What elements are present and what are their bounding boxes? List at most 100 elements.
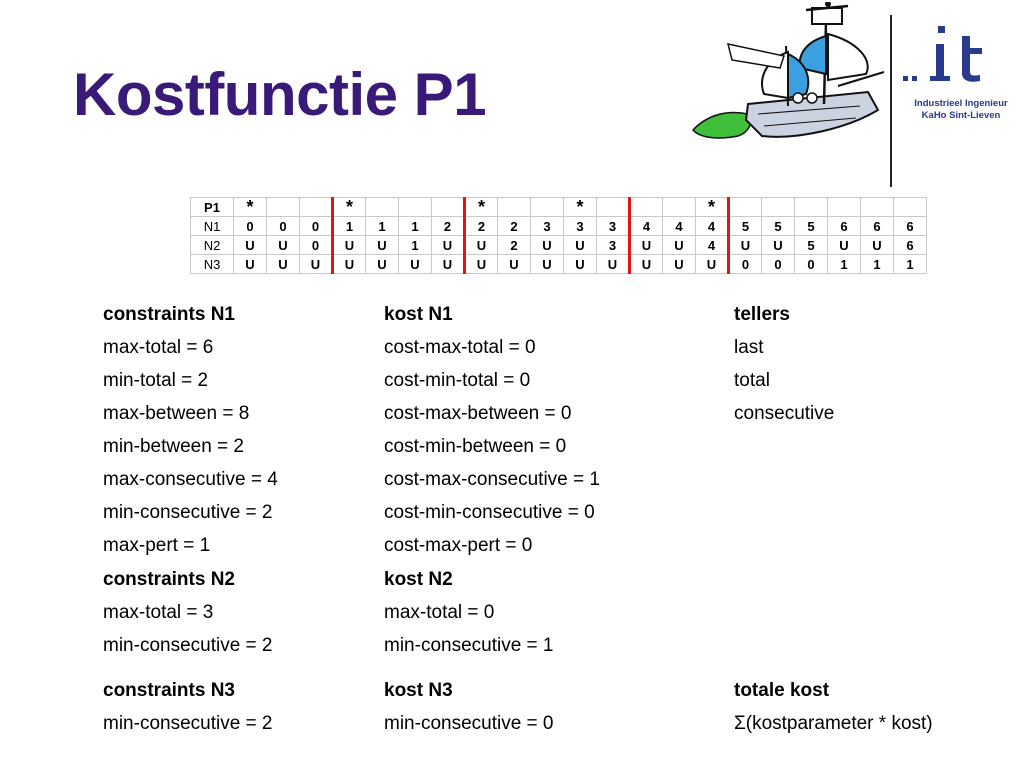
table-cell: * — [695, 197, 730, 217]
table-cell — [596, 197, 631, 217]
constraint-item: max-total = 3 — [103, 602, 214, 623]
constraints-n3-header: constraints N3 — [103, 680, 235, 701]
table-cell — [794, 197, 828, 217]
table-cell: 0 — [794, 254, 828, 274]
row-label: N1 — [190, 216, 234, 236]
table-cell: * — [332, 197, 366, 217]
table-cell: 0 — [299, 235, 334, 255]
table-cell: U — [530, 254, 564, 274]
logo-line-1: Industrieel Ingenieur — [914, 98, 1008, 109]
table-cell: 1 — [827, 254, 861, 274]
table-cell: U — [497, 254, 531, 274]
table-cell: U — [464, 235, 498, 255]
teller-item: consecutive — [734, 403, 835, 424]
page-title: Kostfunctie P1 — [73, 61, 487, 128]
table-cell: 2 — [497, 216, 531, 236]
kost-n3-header: kost N3 — [384, 680, 453, 701]
table-row: P1***** — [190, 197, 927, 217]
table-cell: 4 — [629, 216, 663, 236]
table-cell: 6 — [827, 216, 861, 236]
table-cell: 3 — [596, 235, 631, 255]
table-cell: 1 — [398, 216, 432, 236]
table-cell: 6 — [893, 235, 927, 255]
row-label: P1 — [190, 197, 234, 217]
cost-item: cost-max-consecutive = 1 — [384, 469, 600, 490]
table-cell: 3 — [563, 216, 597, 236]
table-cell: U — [299, 254, 334, 274]
table-cell: U — [332, 254, 366, 274]
cost-item: cost-min-total = 0 — [384, 370, 531, 391]
table-cell — [398, 197, 432, 217]
cost-item: cost-max-total = 0 — [384, 337, 536, 358]
kost-n1-header: kost N1 — [384, 304, 453, 325]
table-cell: 4 — [662, 216, 696, 236]
table-cell: U — [563, 235, 597, 255]
cost-item: cost-min-consecutive = 0 — [384, 502, 595, 523]
logo-line-2: KaHo Sint-Lieven — [921, 110, 1001, 121]
table-cell: U — [464, 254, 498, 274]
table-cell — [662, 197, 696, 217]
constraint-item: max-consecutive = 4 — [103, 469, 278, 490]
kost-n2-header: kost N2 — [384, 569, 453, 590]
table-cell: 0 — [299, 216, 334, 236]
table-cell: U — [563, 254, 597, 274]
totale-kost-formula: Σ(kostparameter * kost) — [734, 713, 933, 734]
table-cell: U — [629, 235, 663, 255]
table-cell — [893, 197, 927, 217]
cost-item: cost-max-pert = 0 — [384, 535, 533, 556]
table-cell: U — [398, 254, 432, 274]
table-cell: 3 — [530, 216, 564, 236]
table-cell: * — [563, 197, 597, 217]
table-cell — [266, 197, 300, 217]
table-cell — [530, 197, 564, 217]
table-cell: U — [728, 235, 762, 255]
table-cell — [860, 197, 894, 217]
table-cell: U — [365, 254, 399, 274]
table-cell: 2 — [464, 216, 498, 236]
table-cell: 2 — [431, 216, 466, 236]
constraint-item: min-consecutive = 2 — [103, 635, 273, 656]
table-cell: 5 — [761, 216, 795, 236]
table-cell: 5 — [794, 216, 828, 236]
table-cell: U — [596, 254, 631, 274]
table-cell: 0 — [266, 216, 300, 236]
constraint-item: max-pert = 1 — [103, 535, 211, 556]
table-cell: 1 — [893, 254, 927, 274]
logo-mark-icon — [903, 26, 982, 82]
table-cell: 3 — [596, 216, 631, 236]
table-cell: 1 — [365, 216, 399, 236]
logo: Industrieel Ingenieur KaHo Sint-Lieven — [900, 18, 1020, 128]
table-cell: 5 — [794, 235, 828, 255]
table-cell: * — [233, 197, 267, 217]
tellers-header: tellers — [734, 304, 790, 325]
table-cell: U — [266, 254, 300, 274]
table-cell: U — [662, 235, 696, 255]
teller-item: last — [734, 337, 764, 358]
table-cell — [761, 197, 795, 217]
constraints-n1-list: max-total = 6 min-total = 2 max-between … — [103, 335, 278, 566]
table-cell: 0 — [761, 254, 795, 274]
table-cell: 1 — [860, 254, 894, 274]
table-cell: U — [860, 235, 894, 255]
ship-clipart-icon — [691, 2, 885, 139]
cost-item: min-consecutive = 1 — [384, 635, 554, 656]
constraint-item: min-total = 2 — [103, 370, 209, 391]
cost-item: min-consecutive = 0 — [384, 713, 554, 734]
cost-item: cost-max-between = 0 — [384, 403, 572, 424]
table-cell: U — [431, 254, 466, 274]
table-cell: 4 — [695, 216, 730, 236]
constraint-item: max-between = 8 — [103, 403, 250, 424]
table-cell: U — [530, 235, 564, 255]
table-cell: U — [431, 235, 466, 255]
table-cell: U — [233, 254, 267, 274]
table-cell — [728, 197, 762, 217]
constraints-n1-header: constraints N1 — [103, 304, 235, 325]
table-cell — [431, 197, 466, 217]
table-cell: 0 — [233, 216, 267, 236]
table-cell: * — [464, 197, 498, 217]
cost-item: max-total = 0 — [384, 602, 495, 623]
table-cell — [497, 197, 531, 217]
